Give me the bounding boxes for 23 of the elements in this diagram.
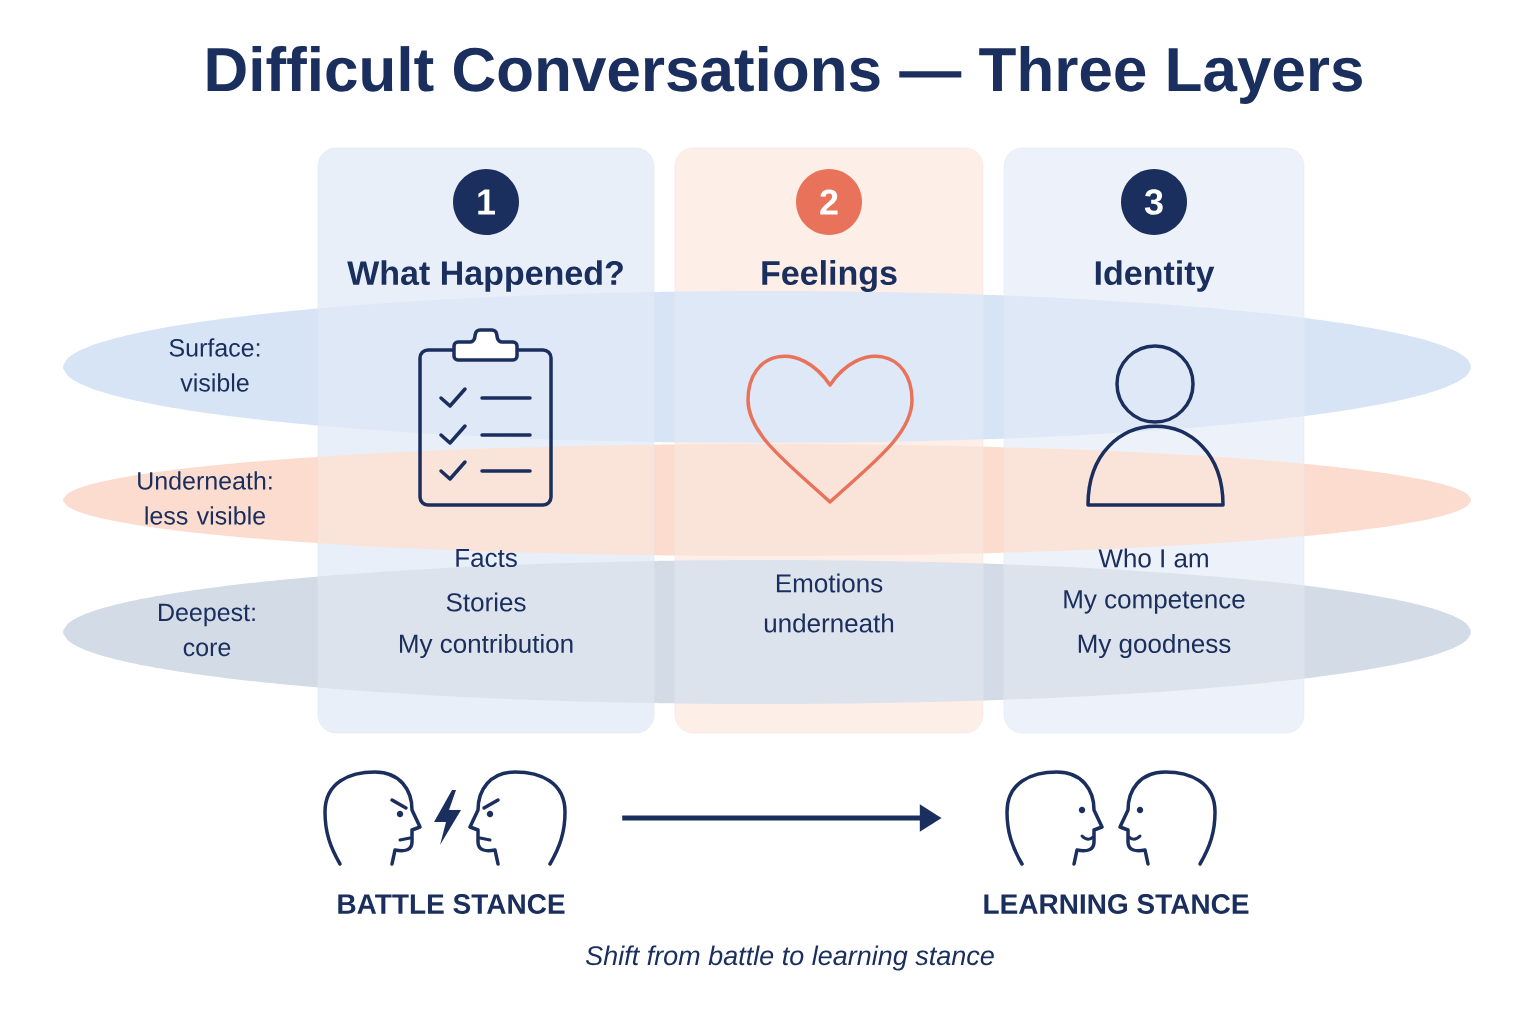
column-heading: Feelings [762, 260, 897, 292]
layer-label: Deepest: core [159, 603, 255, 657]
column-text: My contribution [400, 633, 573, 659]
column-panel [1003, 147, 1305, 734]
number-badge: 3 [1121, 169, 1187, 235]
layer-label: Underneath: less visible [138, 471, 272, 525]
column-heading: What Happened? [347, 260, 623, 292]
column-panel [317, 147, 655, 734]
layer-label: Surface: visible [169, 338, 260, 392]
caption: Shift from battle to learning stance [585, 945, 994, 971]
number-badge: 2 [796, 169, 862, 235]
column-text: My competence [1064, 590, 1245, 614]
column-text: My goodness [1078, 633, 1231, 659]
column-text: Stories [446, 592, 526, 612]
title: Difficult Conversations — Three Layers [207, 46, 1362, 104]
stance-label: BATTLE STANCE [338, 894, 565, 914]
column-heading: Identity [1095, 260, 1215, 292]
stance-label: LEARNING STANCE [984, 894, 1249, 914]
column-text: Facts [456, 548, 517, 568]
column-text: Emotions underneath [764, 573, 894, 633]
number-badge: 1 [453, 169, 519, 235]
column-text: Who I am [1098, 548, 1208, 568]
column-panel [674, 147, 984, 734]
